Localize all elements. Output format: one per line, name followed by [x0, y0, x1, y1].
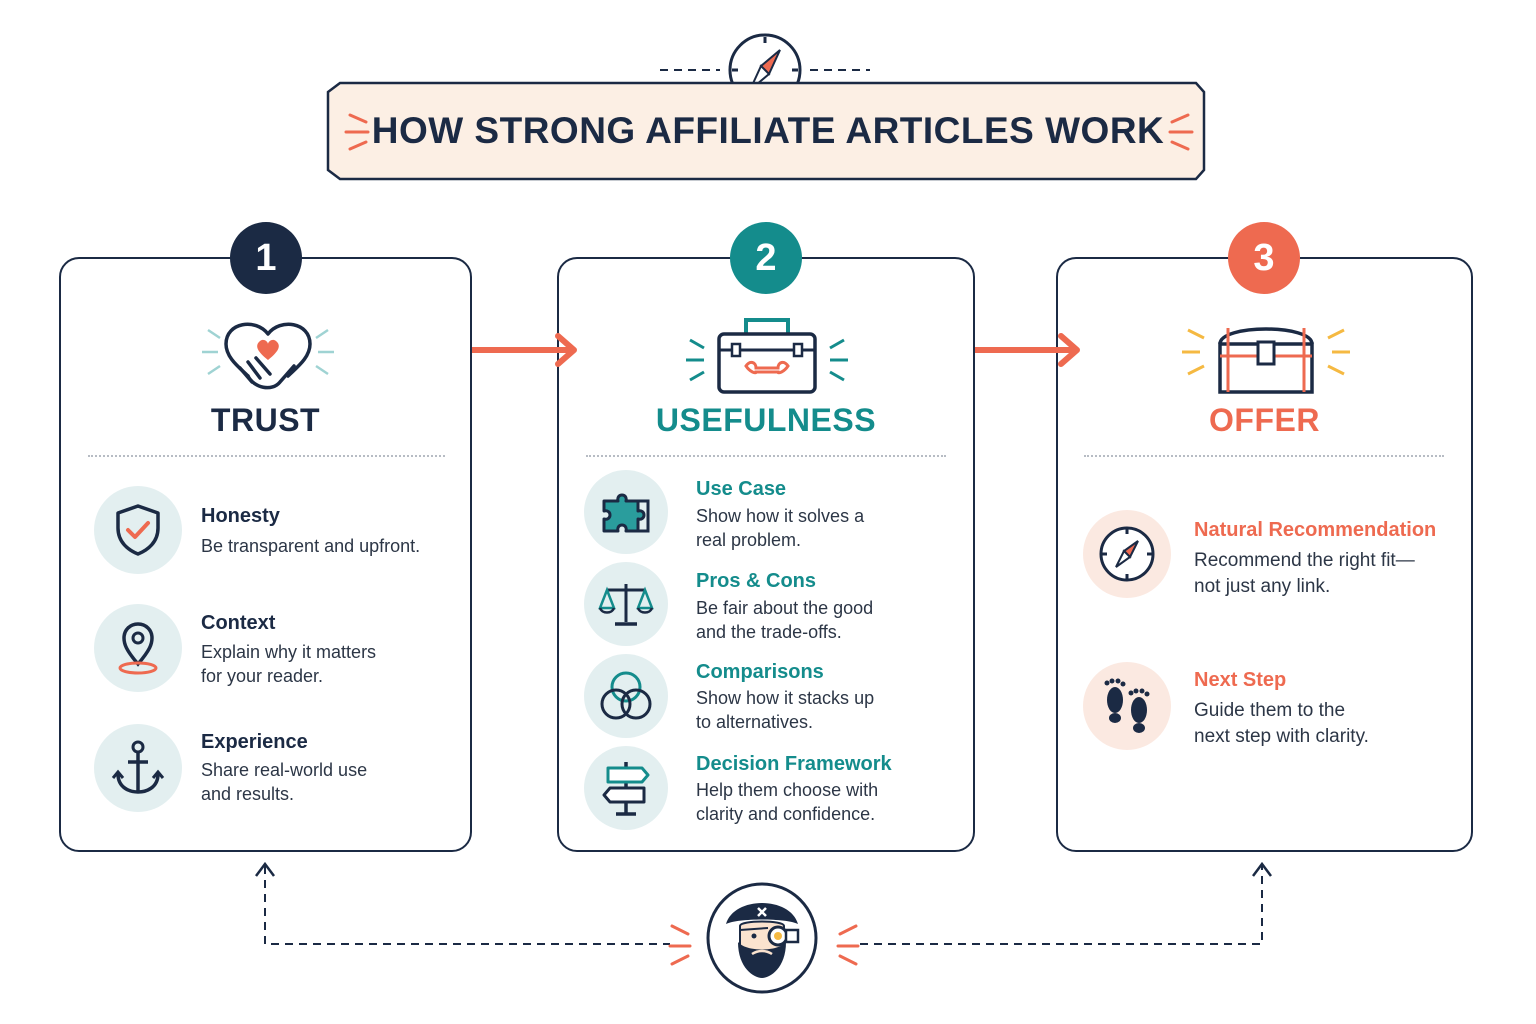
item-desc-use-case: Show how it solves a real problem.: [696, 506, 865, 550]
map-pin-icon: [118, 622, 158, 675]
item-desc-natural-recommendation: Recommend the right fit— not just any li…: [1194, 550, 1415, 597]
column-title-offer: OFFER: [1209, 402, 1320, 438]
item-icon-circle: [94, 604, 182, 692]
puzzle-icon: [602, 493, 650, 533]
item-icon-circle: [1083, 510, 1171, 598]
feedback-loop-connector: [255, 861, 1272, 945]
item-title-decision-framework: Decision Framework: [696, 753, 892, 775]
item-desc-decision-framework: Help them choose with clarity and confid…: [696, 780, 879, 824]
divider: [1084, 455, 1444, 457]
item-icon-circle: [94, 486, 182, 574]
left-sparkle-icon: [344, 113, 370, 151]
item-icon-circle: [584, 746, 668, 830]
arrow-right-icon: [975, 333, 1080, 367]
shield-check-icon: [116, 504, 160, 556]
column-title-usefulness: USEFULNESS: [655, 402, 877, 438]
step-number-badge: 3: [1228, 222, 1300, 294]
divider: [586, 455, 946, 457]
item-title-use-case: Use Case: [696, 478, 787, 500]
step-number-badge: 2: [730, 222, 802, 294]
venn-icon: [600, 671, 652, 720]
item-icon-circle: [584, 654, 668, 738]
page-title: HOW STRONG AFFILIATE ARTICLES WORK: [371, 110, 1165, 151]
item-title-context: Context: [201, 612, 276, 634]
right-sparkle-icon: [1168, 113, 1194, 151]
item-desc-next-step: Guide them to the next step with clarity…: [1194, 700, 1369, 747]
item-icon-circle: [584, 562, 668, 646]
compass-icon: [1099, 526, 1155, 582]
sparkle-icon: [668, 924, 692, 966]
item-desc-context: Explain why it matters for your reader.: [201, 642, 377, 686]
toolbox-icon: [686, 318, 848, 394]
item-title-natural-recommendation: Natural Recommendation: [1194, 519, 1437, 541]
scales-icon: [598, 584, 654, 626]
column-title-trust: TRUST: [210, 402, 321, 438]
item-desc-honesty: Be transparent and upfront.: [201, 536, 421, 556]
item-icon-circle: [584, 470, 668, 554]
treasure-chest-icon: [1182, 327, 1350, 394]
footprints-icon: [1104, 678, 1150, 733]
sparkle-icon: [836, 924, 860, 966]
item-title-pros-cons: Pros & Cons: [696, 570, 817, 592]
item-desc-comparisons: Show how it stacks up to alternatives.: [696, 688, 875, 732]
anchor-icon: [111, 740, 165, 794]
heart-handshake-icon: [202, 322, 334, 390]
item-title-experience: Experience: [201, 731, 308, 753]
item-title-honesty: Honesty: [201, 505, 280, 527]
step-number-badge: 1: [230, 222, 302, 294]
item-icon-circle: [1083, 662, 1171, 750]
arrow-right-icon: [472, 333, 577, 367]
title-banner: HOW STRONG AFFILIATE ARTICLES WORK: [300, 80, 1236, 182]
item-title-comparisons: Comparisons: [696, 661, 824, 683]
item-desc-experience: Share real-world use and results.: [201, 760, 368, 804]
item-desc-pros-cons: Be fair about the good and the trade-off…: [696, 598, 874, 642]
item-icon-circle: [94, 724, 182, 812]
signpost-icon: [602, 762, 650, 816]
divider: [88, 455, 445, 457]
pirate-mascot-icon: [706, 882, 818, 994]
item-title-next-step: Next Step: [1194, 669, 1287, 691]
